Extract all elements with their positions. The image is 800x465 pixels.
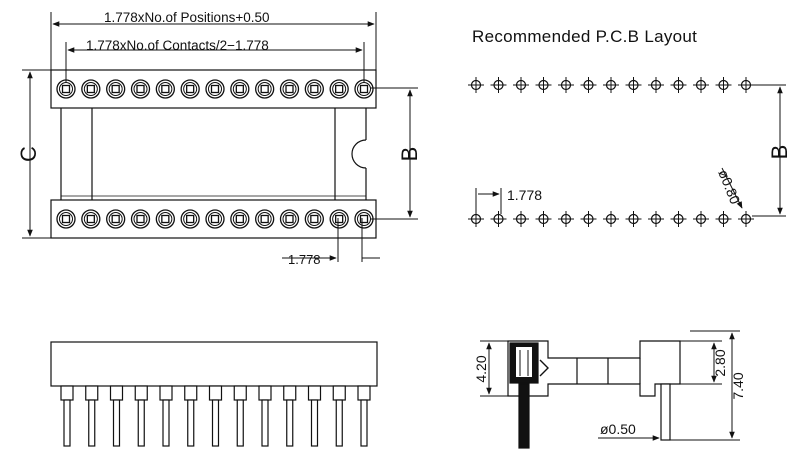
top-contact	[81, 79, 101, 99]
pcb-hole	[693, 211, 709, 227]
top-contact	[56, 79, 76, 99]
pcb-hole	[670, 211, 687, 227]
bottom-contact	[329, 209, 349, 229]
contacts-formula: 1.778xNo.of Contacts/2−1.778	[86, 38, 269, 53]
dimension-b-label-left: B	[397, 147, 422, 162]
top-contact	[106, 79, 126, 99]
front-pin	[184, 385, 198, 447]
pcb-hole	[693, 77, 709, 93]
front-pin	[109, 385, 124, 447]
pitch-label-bottom: 1.778	[288, 252, 321, 267]
pcb-hole	[738, 211, 754, 227]
pcb-hole	[513, 211, 529, 227]
pcb-hole	[603, 211, 619, 227]
pcb-hole	[670, 77, 687, 93]
height-body-label: 4.20	[473, 355, 489, 382]
pcb-hole	[580, 77, 597, 93]
pcb-hole	[625, 211, 642, 227]
positions-formula: 1.778xNo.of Positions+0.50	[104, 10, 270, 25]
side-pin	[660, 383, 671, 441]
pcb-hole	[738, 77, 754, 93]
pcb-hole	[580, 211, 597, 227]
bottom-contact	[81, 209, 101, 229]
front-pin	[307, 385, 322, 447]
front-pin	[283, 385, 297, 447]
top-contact	[279, 79, 300, 99]
top-view-pins	[56, 79, 374, 229]
front-pin	[357, 385, 371, 447]
front-pin	[60, 385, 74, 447]
top-contact	[354, 79, 374, 99]
top-contact	[155, 79, 175, 99]
front-view	[50, 341, 378, 387]
bottom-contact	[255, 209, 275, 229]
top-contact	[205, 79, 225, 99]
pcb-hole	[490, 77, 507, 93]
pcb-hole	[558, 77, 574, 93]
dimension-b-label-right: B	[767, 145, 792, 160]
pcb-hole-pattern	[468, 77, 754, 227]
polarity-notch	[351, 139, 367, 169]
front-pin	[134, 385, 148, 447]
pcb-hole	[558, 211, 574, 227]
bottom-contact	[180, 209, 200, 229]
pcb-hole	[715, 77, 732, 93]
bottom-contact	[279, 209, 300, 229]
front-pin	[258, 385, 272, 447]
bottom-contact	[130, 209, 151, 229]
front-pin	[85, 385, 99, 447]
pcb-hole	[648, 77, 664, 93]
pcb-hole	[603, 77, 619, 93]
front-pin	[208, 385, 223, 447]
top-contact	[130, 79, 151, 99]
pcb-hole	[625, 77, 642, 93]
front-pin	[233, 385, 247, 447]
pin-diameter-label: ø0.50	[600, 421, 636, 437]
top-contact	[255, 79, 275, 99]
bottom-contact	[354, 209, 374, 229]
pcb-dimensions	[475, 84, 786, 217]
bottom-contact	[56, 209, 76, 229]
pcb-hole-diameter-label: ø0.80	[715, 167, 743, 206]
height-top-label: 2.80	[712, 349, 728, 376]
front-view-body	[50, 341, 378, 387]
side-view-body	[507, 340, 681, 397]
top-contact	[329, 79, 349, 99]
bottom-contact	[106, 209, 126, 229]
pcb-hole	[468, 77, 484, 93]
pcb-hole	[513, 77, 529, 93]
front-view-pins	[60, 385, 371, 447]
pcb-hole	[535, 77, 552, 93]
front-pin	[332, 385, 346, 447]
bottom-contact	[304, 209, 324, 229]
pcb-layout-title: Recommended P.C.B Layout	[472, 27, 697, 46]
side-view	[480, 330, 740, 449]
pcb-pitch-label: 1.778	[507, 187, 542, 203]
front-pin	[159, 385, 173, 447]
pcb-hole	[490, 211, 507, 227]
pcb-hole	[535, 211, 552, 227]
top-contact	[180, 79, 200, 99]
pcb-hole	[648, 211, 664, 227]
bottom-contact	[205, 209, 225, 229]
top-contact	[230, 79, 250, 99]
bottom-contact	[155, 209, 175, 229]
top-contact	[304, 79, 324, 99]
pcb-hole	[715, 211, 732, 227]
height-total-label: 7.40	[730, 372, 746, 399]
dimension-c-label: C	[16, 146, 41, 162]
contact-pin-section	[518, 383, 530, 449]
upper-contact-strip	[50, 69, 377, 109]
bottom-contact	[230, 209, 250, 229]
